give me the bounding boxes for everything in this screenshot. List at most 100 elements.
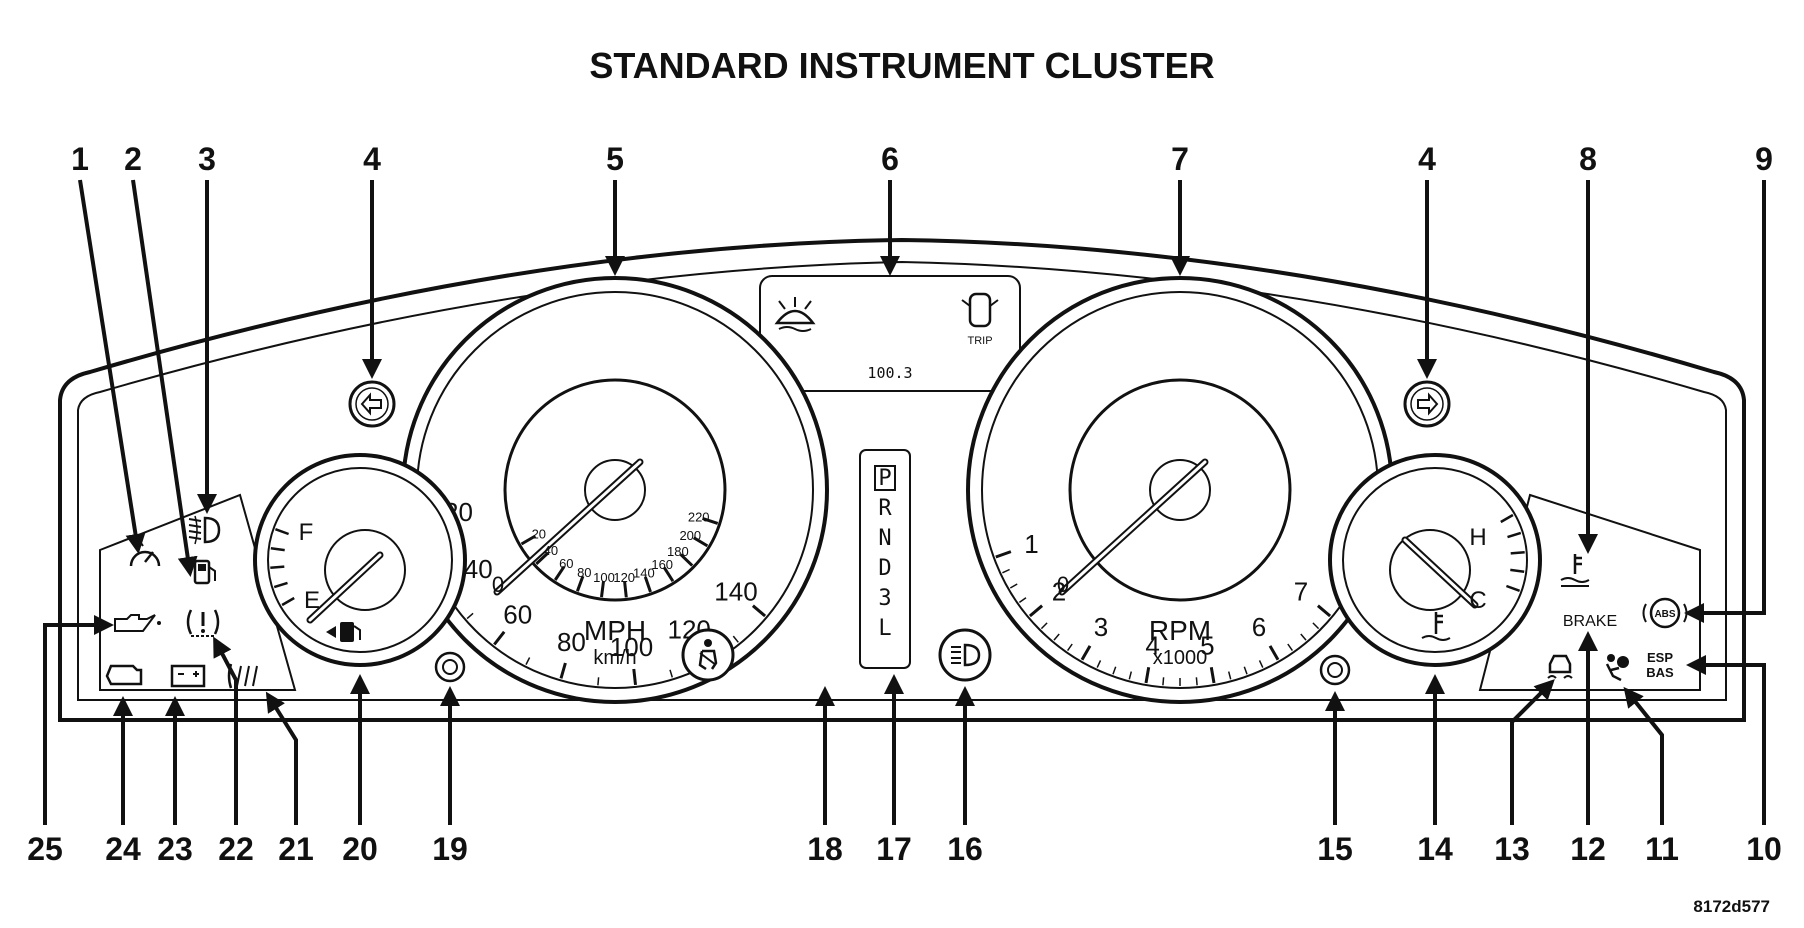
tachometer-minor-tick (1112, 666, 1117, 675)
figure-id: 8172d577 (1693, 897, 1770, 916)
tachometer-minor-tick (1009, 583, 1018, 589)
fuel-gauge-tick (270, 565, 285, 570)
temp-gauge-tick (1507, 531, 1522, 539)
speedometer-outer-tick-label: 140 (714, 577, 757, 607)
fuel-gauge-tick (273, 581, 288, 589)
coolant-icon (1560, 554, 1590, 587)
temperature-gauge: H C (1328, 453, 1542, 667)
callout-number: 6 (881, 141, 899, 177)
trip-reset-knob-left (434, 651, 466, 683)
tachometer-tick-label: 6 (1252, 612, 1266, 642)
callout-number: 13 (1494, 831, 1530, 867)
fuel-gauge: F E (253, 453, 467, 667)
fuel-full-label: F (299, 519, 314, 546)
speedometer-inner-major-tick (600, 581, 605, 598)
tachometer-subunit: x1000 (1153, 647, 1208, 669)
left-lamp-panel (99, 493, 297, 691)
tachometer-zero: 0 (1057, 572, 1069, 597)
callout-arrow (1510, 679, 1555, 825)
airbag-icon (1605, 654, 1629, 682)
callout-number: 5 (606, 141, 624, 177)
tachometer-major-tick (1268, 645, 1280, 661)
speedometer-inner-major-tick (702, 516, 719, 525)
callout-number: 7 (1171, 141, 1189, 177)
callout-number: 23 (157, 831, 193, 867)
fuel-gauge-tick (281, 596, 295, 607)
traction-icon (1547, 654, 1573, 679)
temp-cold-label: C (1469, 587, 1486, 614)
battery-icon (170, 664, 206, 688)
callout-arrow (265, 691, 298, 825)
speedometer-inner-major-tick (553, 565, 566, 581)
tachometer-minor-tick (1243, 666, 1248, 675)
callout-number: 14 (1417, 831, 1453, 867)
prndl-gear-R: R (878, 496, 892, 521)
tachometer-minor-tick (1195, 677, 1198, 686)
callout-number: 2 (124, 141, 142, 177)
tachometer-major-tick (1316, 604, 1332, 618)
tachometer-major-tick (1028, 604, 1044, 618)
oil-pressure-icon (114, 614, 161, 632)
turn-left-icon (348, 380, 396, 428)
tachometer-tick-label: 3 (1094, 612, 1108, 642)
callout-arrow (78, 179, 146, 554)
speedometer-outer-major-tick (751, 604, 767, 618)
tachometer-major-tick (1144, 667, 1151, 684)
temp-gauge-tick (1510, 568, 1525, 573)
speedometer-outer-minor-tick (525, 657, 531, 665)
callout-arrow (131, 179, 198, 577)
tachometer-major-tick (1080, 645, 1092, 661)
speedometer-outer-minor-tick (732, 635, 739, 643)
speedometer-inner-major-tick (535, 551, 549, 565)
brake-warning-label: BRAKE (1563, 613, 1617, 630)
washer-fluid-icon (774, 297, 816, 332)
seatbelt-icon (681, 628, 735, 682)
prndl-gear-N: N (878, 526, 891, 551)
tachometer-minor-tick (1162, 677, 1165, 686)
tachometer-minor-tick (1018, 597, 1027, 604)
speedometer-inner-major-tick (575, 575, 585, 592)
tachometer-tick-label: 5 (1200, 631, 1214, 661)
tachometer-minor-tick (1287, 643, 1294, 652)
callout-number: 1 (71, 141, 89, 177)
tachometer-minor-tick (1066, 643, 1073, 652)
temp-gauge-tick (1500, 513, 1514, 524)
speedometer-inner-tick-label: 160 (651, 557, 673, 572)
callout-number: 21 (278, 831, 314, 867)
speedometer-outer-tick-label: 60 (503, 600, 532, 630)
speedometer-inner-tick-label: 220 (688, 510, 710, 525)
speedometer-outer-tick-label: 40 (464, 554, 493, 584)
fuel-gauge-tick (270, 547, 285, 552)
temp-gauge-tick (1510, 550, 1525, 555)
tachometer-minor-tick (1300, 633, 1307, 641)
bas-label: BAS (1646, 665, 1674, 680)
speedometer-inner-major-tick (692, 536, 709, 548)
speedometer-inner-major-tick (643, 576, 652, 593)
tachometer-minor-tick (1312, 622, 1320, 630)
callout-number: 9 (1755, 141, 1773, 177)
callout-number: 22 (218, 831, 254, 867)
callout-arrow (1686, 655, 1766, 825)
headlight-icon (938, 628, 992, 682)
fuel-empty-label: E (304, 587, 320, 614)
callout-arrow (213, 636, 238, 825)
speedometer-inner-major-tick (520, 534, 537, 546)
speedometer-inner-tick-label: 180 (667, 544, 689, 559)
callout-number: 16 (947, 831, 983, 867)
speedometer-outer-tick-label: 100 (610, 632, 653, 662)
prndl-gear-3: 3 (878, 586, 891, 611)
turn-right-icon (1403, 380, 1451, 428)
speedometer-outer-major-tick (493, 630, 506, 646)
callout-arrow (43, 615, 114, 825)
door-ajar-icon (961, 292, 999, 328)
speedometer-inner-major-tick (623, 581, 628, 598)
tire-pressure-icon (186, 609, 220, 637)
tachometer-major-tick (995, 550, 1012, 559)
esp-label: ESP (1647, 650, 1673, 665)
check-engine-icon (105, 664, 143, 686)
callout-number: 11 (1645, 831, 1679, 867)
tachometer-tick-label: 1 (1024, 529, 1038, 559)
speedometer-inner-major-tick (663, 566, 675, 583)
